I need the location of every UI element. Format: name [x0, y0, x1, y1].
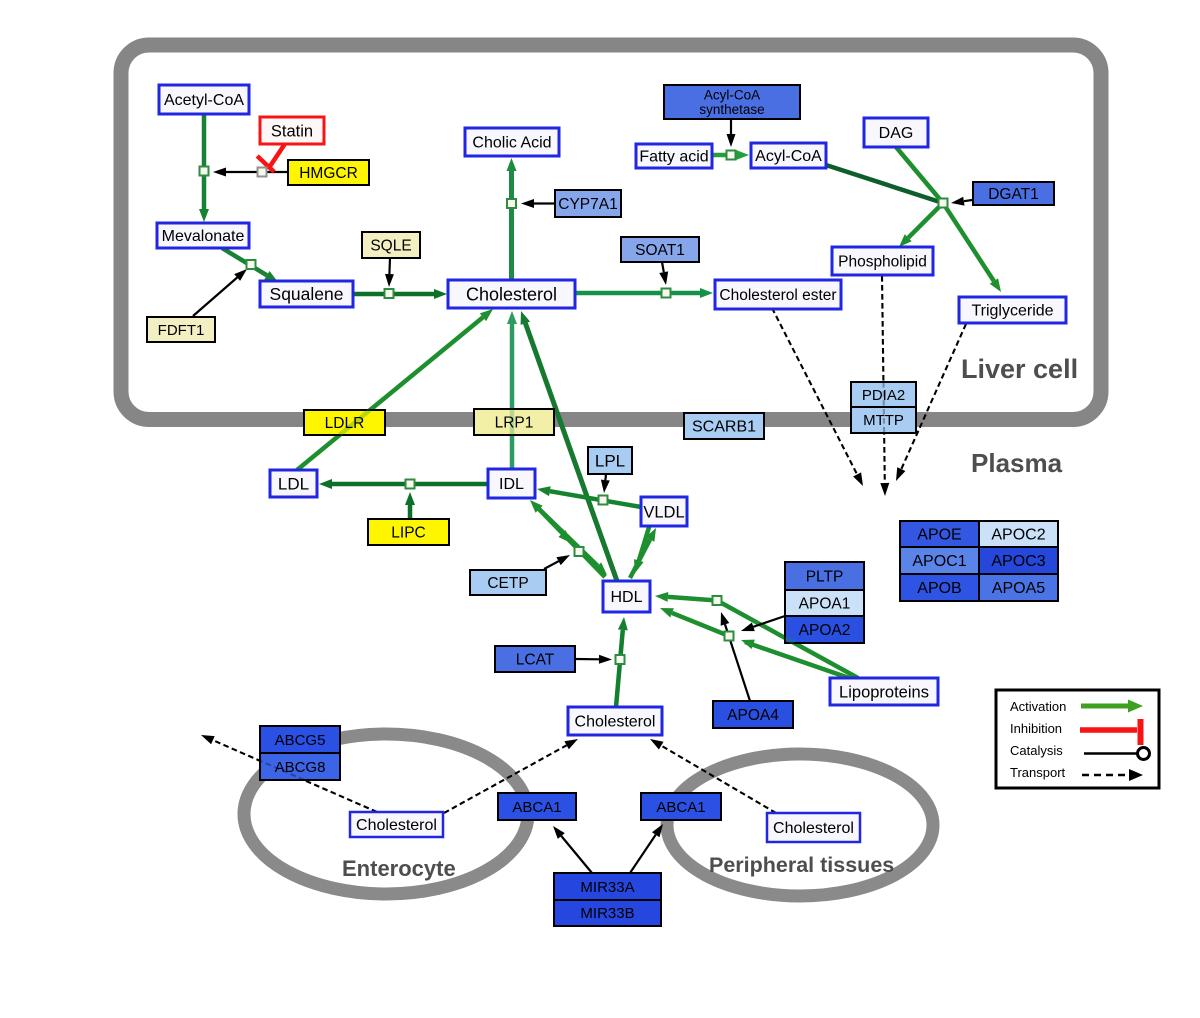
- svg-text:Cholic Acid: Cholic Acid: [472, 135, 551, 152]
- svg-text:ABCA1: ABCA1: [512, 799, 561, 816]
- svg-text:APOC3: APOC3: [991, 553, 1045, 570]
- svg-text:Acyl-CoA: Acyl-CoA: [704, 88, 760, 103]
- svg-text:Peripheral tissues: Peripheral tissues: [709, 853, 894, 877]
- svg-text:Cholesterol: Cholesterol: [773, 820, 854, 837]
- svg-text:Catalysis: Catalysis: [1010, 743, 1063, 758]
- svg-text:APOA1: APOA1: [799, 595, 851, 612]
- svg-text:DGAT1: DGAT1: [988, 186, 1039, 203]
- svg-text:Liver cell: Liver cell: [961, 354, 1078, 384]
- svg-text:SCARB1: SCARB1: [692, 419, 756, 436]
- svg-text:APOE: APOE: [917, 527, 961, 544]
- svg-text:Transport: Transport: [1010, 765, 1066, 780]
- svg-text:Lipoproteins: Lipoproteins: [839, 683, 929, 701]
- svg-text:Cholesterol: Cholesterol: [356, 817, 437, 834]
- svg-text:APOA4: APOA4: [727, 707, 779, 724]
- svg-text:CETP: CETP: [487, 575, 528, 592]
- svg-text:APOA2: APOA2: [799, 622, 851, 639]
- svg-text:Plasma: Plasma: [971, 448, 1063, 478]
- svg-text:Activation: Activation: [1010, 699, 1066, 714]
- svg-text:DAG: DAG: [879, 125, 914, 142]
- svg-text:ABCA1: ABCA1: [656, 799, 705, 816]
- svg-text:CYP7A1: CYP7A1: [558, 196, 617, 213]
- svg-text:LPL: LPL: [595, 451, 625, 470]
- svg-text:PLTP: PLTP: [806, 568, 844, 585]
- svg-text:APOB: APOB: [917, 580, 961, 597]
- svg-text:VLDL: VLDL: [643, 503, 684, 521]
- svg-text:LCAT: LCAT: [516, 651, 555, 668]
- svg-text:MIR33A: MIR33A: [580, 879, 634, 896]
- svg-text:ABCG8: ABCG8: [275, 759, 326, 776]
- svg-text:synthetase: synthetase: [699, 102, 764, 117]
- svg-text:Acetyl-CoA: Acetyl-CoA: [164, 92, 244, 109]
- svg-text:LDL: LDL: [278, 474, 309, 493]
- svg-text:LIPC: LIPC: [391, 524, 425, 541]
- svg-text:Acyl-CoA: Acyl-CoA: [755, 148, 822, 165]
- svg-text:ABCG5: ABCG5: [275, 732, 326, 749]
- svg-text:SQLE: SQLE: [370, 237, 411, 254]
- svg-text:Statin: Statin: [271, 122, 313, 140]
- svg-text:HDL: HDL: [610, 589, 642, 606]
- svg-text:IDL: IDL: [499, 476, 524, 493]
- svg-text:Inhibition: Inhibition: [1010, 721, 1062, 736]
- svg-text:APOC1: APOC1: [912, 553, 966, 570]
- svg-text:Enterocyte: Enterocyte: [342, 856, 456, 881]
- svg-text:APOA5: APOA5: [992, 580, 1045, 597]
- svg-text:LRP1: LRP1: [495, 414, 534, 431]
- svg-text:PDIA2: PDIA2: [862, 387, 905, 404]
- svg-text:LDLR: LDLR: [325, 415, 365, 432]
- svg-text:MTTP: MTTP: [863, 412, 904, 429]
- svg-text:MIR33B: MIR33B: [580, 905, 634, 922]
- svg-text:Squalene: Squalene: [270, 284, 344, 304]
- svg-text:APOC2: APOC2: [991, 527, 1045, 544]
- svg-text:FDFT1: FDFT1: [158, 322, 205, 339]
- svg-text:Mevalonate: Mevalonate: [162, 228, 245, 245]
- svg-text:Cholesterol ester: Cholesterol ester: [719, 287, 836, 304]
- svg-text:Phospholipid: Phospholipid: [838, 253, 927, 270]
- svg-text:Fatty acid: Fatty acid: [639, 149, 708, 166]
- svg-text:HMGCR: HMGCR: [299, 165, 358, 182]
- svg-text:Triglyceride: Triglyceride: [971, 303, 1053, 320]
- svg-text:Cholesterol: Cholesterol: [466, 284, 557, 304]
- svg-text:Cholesterol: Cholesterol: [575, 714, 656, 731]
- svg-text:SOAT1: SOAT1: [635, 242, 685, 259]
